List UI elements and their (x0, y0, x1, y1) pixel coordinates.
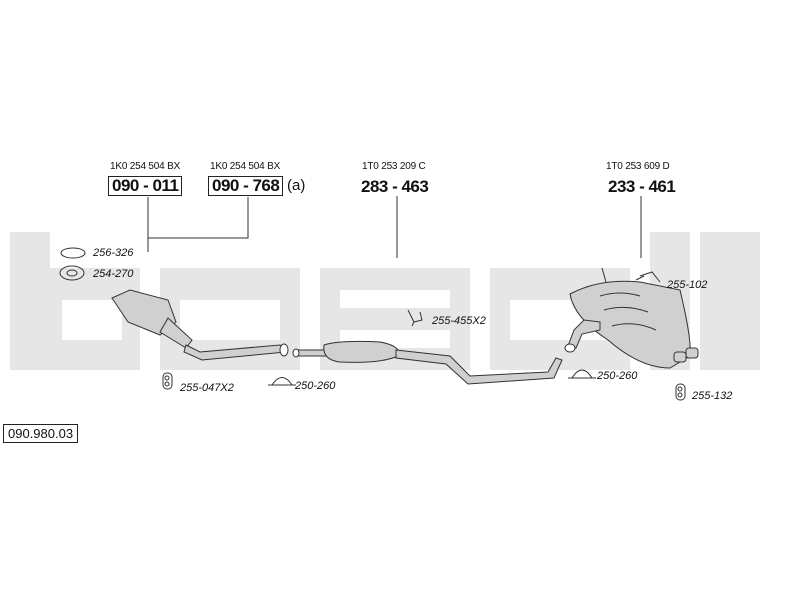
part-2-suffix: (a) (287, 177, 306, 194)
accessory-label[interactable]: 255-047X2 (180, 382, 234, 394)
part-4-oe-number: 1T0 253 609 D (606, 161, 670, 172)
part-1-oe-number: 1K0 254 504 BX (110, 161, 181, 172)
gasket-ring-icon (60, 247, 86, 259)
accessory-label[interactable]: 250-260 (597, 370, 638, 382)
pipe-clamp-icon (271, 377, 293, 386)
rear-silencer-part[interactable] (564, 267, 699, 369)
mounting-bracket-icon (407, 309, 423, 323)
flange-gasket-icon (59, 265, 85, 281)
accessory-label[interactable]: 255-132 (692, 390, 733, 402)
leader-lines (147, 196, 642, 258)
accessory-label[interactable]: 254-270 (93, 268, 134, 280)
accessory-label[interactable]: 255-455X2 (432, 315, 486, 327)
part-2-oe-number: 1K0 254 504 BX (210, 161, 281, 172)
accessory-label[interactable]: 250-260 (295, 380, 336, 392)
rubber-hanger-icon (675, 383, 686, 401)
rubber-hanger-icon (162, 372, 173, 390)
part-1-number[interactable]: 090 - 011 (108, 176, 183, 196)
mounting-bracket-icon (639, 271, 661, 283)
accessory-label[interactable]: 255-102 (667, 279, 708, 291)
part-3-oe-number: 1T0 253 209 C (362, 161, 426, 172)
part-2-number[interactable]: 090 - 768 (208, 176, 284, 196)
part-4-number[interactable]: 233 - 461 (608, 177, 676, 196)
catalog-number: 090.980.03 (3, 424, 79, 443)
centre-silencer-part[interactable] (292, 340, 563, 385)
catalytic-converter-part[interactable] (111, 289, 289, 361)
part-3-number[interactable]: 283 - 463 (361, 177, 429, 196)
pipe-clamp-icon (571, 369, 593, 379)
accessory-label[interactable]: 256-326 (93, 247, 134, 259)
